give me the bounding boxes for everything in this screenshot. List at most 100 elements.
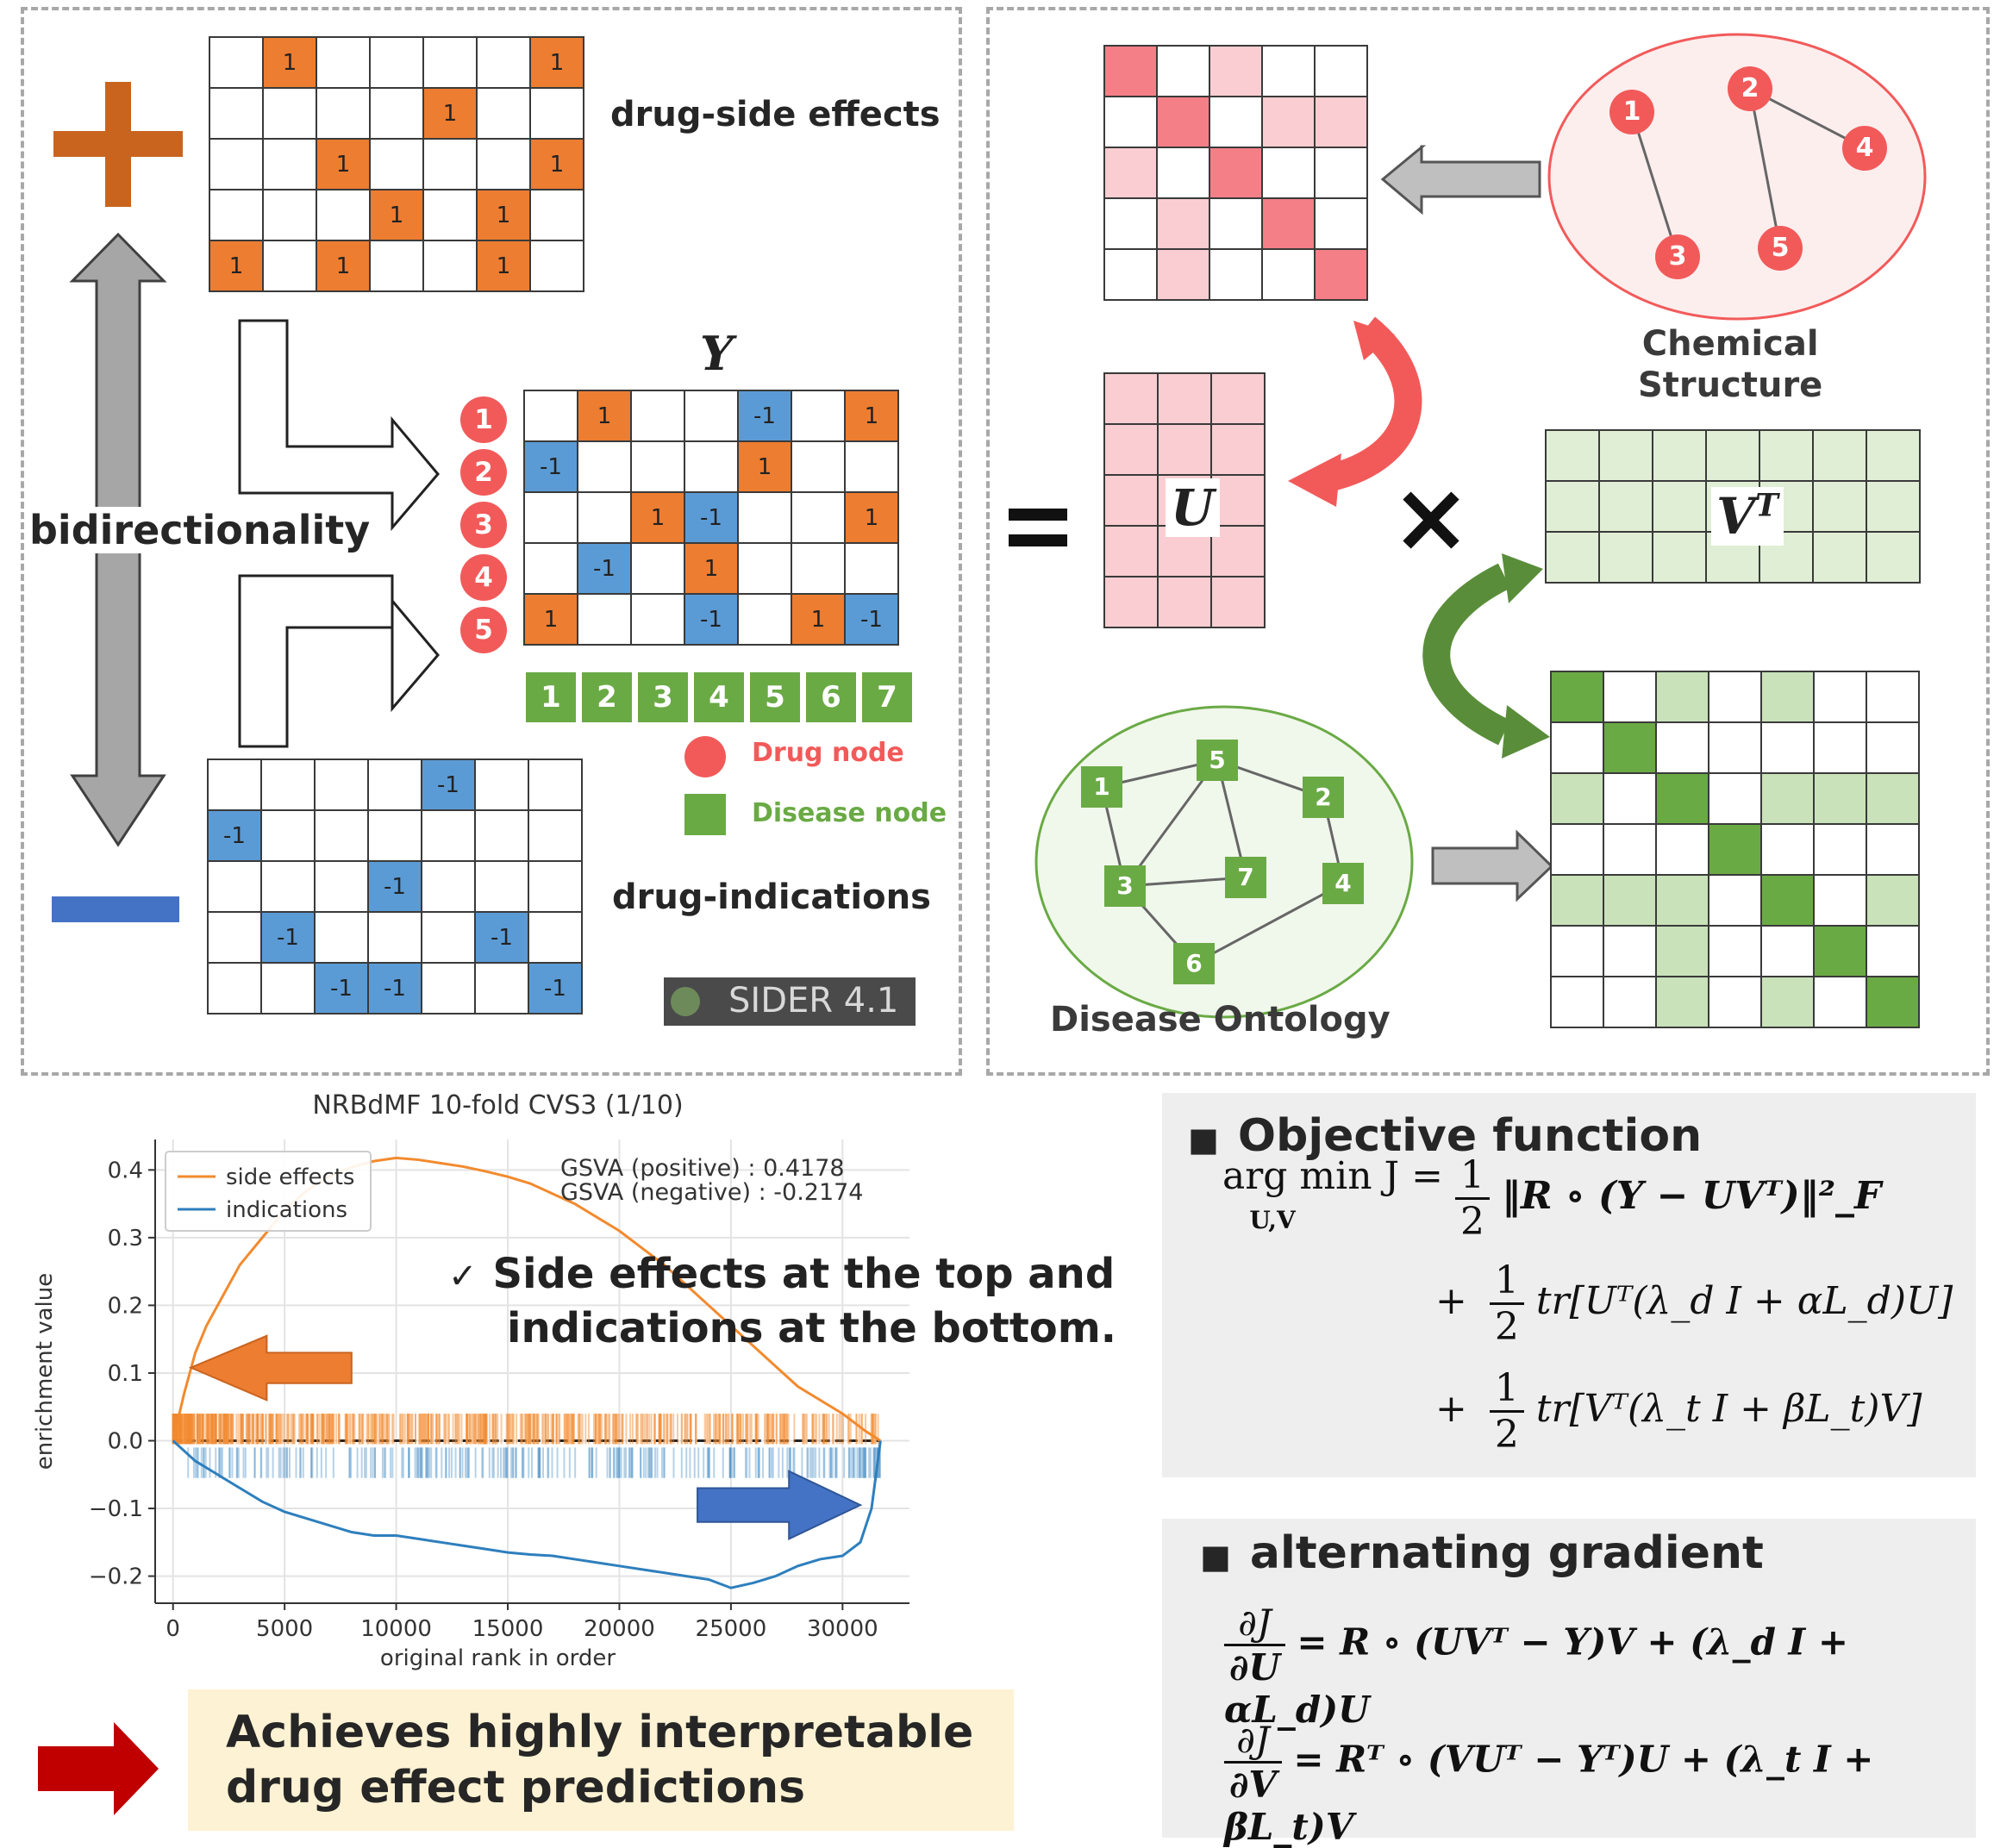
side-effect-cell: [209, 189, 264, 241]
vt-cell: [1866, 480, 1921, 533]
u-cell: [1157, 372, 1212, 425]
indication-cell: [367, 911, 422, 964]
indication-cell: [421, 860, 476, 913]
side-effect-cell: [262, 189, 317, 241]
y-tick-label: 0.3: [108, 1226, 143, 1252]
drug-similarity-cell: [1209, 96, 1263, 148]
note-line-2: indications at the bottom.: [507, 1304, 1116, 1352]
chemical-structure-label: Chemical Structure: [1638, 323, 1822, 406]
indication-cell: -1: [207, 809, 262, 862]
y-cell: [523, 491, 578, 544]
disease-similarity-cell: [1866, 721, 1920, 774]
plus-sign-vertical: [105, 82, 131, 207]
drug-similarity-cell: [1314, 248, 1368, 301]
y-tick-label: −0.2: [89, 1564, 143, 1590]
y-cell: [577, 491, 632, 544]
indication-cell: [528, 809, 583, 862]
indication-cell: [474, 860, 529, 913]
conclusion-arrow: [38, 1722, 159, 1815]
disease-similarity-cell: [1603, 823, 1657, 876]
drug-number-badge: 2: [460, 449, 507, 496]
vt-cell: [1812, 531, 1867, 584]
u-cell: [1157, 576, 1212, 628]
side-effect-cell: 1: [262, 36, 317, 89]
indication-cell: [528, 911, 583, 964]
y-cell: -1: [523, 440, 578, 493]
side-effect-cell: [209, 138, 264, 190]
disease-similarity-cell: [1813, 823, 1867, 876]
u-cell: [1103, 423, 1159, 476]
u-cell: [1103, 474, 1159, 527]
y-cell: [630, 593, 685, 646]
indication-cell: [367, 759, 422, 811]
vt-cell: [1598, 429, 1653, 482]
vt-cell: [1652, 531, 1707, 584]
disease-similarity-cell: [1603, 874, 1657, 927]
side-effect-cell: [262, 138, 317, 190]
ontology-node: 6: [1173, 943, 1215, 984]
disease-similarity-cell: [1550, 772, 1604, 825]
indication-cell: -1: [260, 911, 316, 964]
disease-similarity-cell: [1813, 976, 1867, 1028]
gsva-annotation: GSVA (negative) : -0.2174: [560, 1179, 864, 1206]
disease-node-legend-label: Disease node: [752, 798, 947, 828]
drug-number-badge: 4: [460, 554, 507, 601]
y-cell: [737, 491, 792, 544]
vt-cell: [1652, 480, 1707, 533]
drug-similarity-cell: [1261, 197, 1316, 250]
u-cell: [1210, 525, 1266, 578]
side-effect-cell: 1: [316, 138, 371, 190]
indication-cell: -1: [367, 962, 422, 1015]
y-cell: [684, 440, 739, 493]
x-tick-label: 30000: [807, 1616, 878, 1642]
side-effects-line: [172, 1156, 882, 1442]
disease-similarity-cell: [1603, 772, 1657, 825]
vt-cell: [1598, 531, 1653, 584]
gradient-bullet-icon: ■: [1200, 1538, 1231, 1576]
indication-cell: [260, 860, 316, 913]
left-panel: [21, 7, 962, 1076]
y-cell: [844, 440, 899, 493]
side-effect-cell: [476, 138, 531, 190]
disease-similarity-cell: [1708, 925, 1762, 977]
y-cell: [523, 390, 578, 442]
ontology-to-disease-arrow: [1431, 829, 1554, 902]
x-tick-label: 5000: [256, 1616, 313, 1642]
side-effect-cell: [422, 36, 478, 89]
argmin-subscript: U,V: [1249, 1206, 1296, 1234]
y-cell: [844, 542, 899, 595]
side-effects-label: drug-side effects: [610, 95, 941, 134]
side-effect-cell: [316, 189, 371, 241]
y-cell: 1: [577, 390, 632, 442]
check-icon: ✓: [448, 1257, 478, 1296]
disease-similarity-cell: [1866, 671, 1920, 723]
indication-cell: [421, 911, 476, 964]
u-cell: [1103, 525, 1159, 578]
disease-similarity-cell: [1603, 925, 1657, 977]
drug-similarity-cell: [1156, 96, 1210, 148]
disease-similarity-cell: [1655, 823, 1709, 876]
drug-similarity-cell: [1209, 45, 1263, 97]
drug-similarity-cell: [1103, 96, 1158, 148]
indication-cell: [207, 962, 262, 1015]
disease-similarity-cell: [1603, 671, 1657, 723]
legend-label: indications: [226, 1197, 347, 1223]
u-cell: [1103, 372, 1159, 425]
objective-term-3: tr[Vᵀ(λ_t I + βL_t)V]: [1535, 1387, 1922, 1431]
side-effect-cell: [316, 87, 371, 140]
side-effect-cell: 1: [529, 36, 584, 89]
y-cell: 1: [844, 491, 899, 544]
indication-cell: [314, 911, 369, 964]
x-tick-label: 20000: [584, 1616, 655, 1642]
u-cell: [1210, 372, 1266, 425]
chemical-to-drug-arrow: [1380, 145, 1541, 215]
disease-similarity-cell: [1550, 671, 1604, 723]
drug-similarity-cell: [1261, 96, 1316, 148]
disease-similarity-cell: [1655, 976, 1709, 1028]
drug-similarity-cell: [1209, 147, 1263, 199]
vt-cell: [1545, 429, 1600, 482]
side-effect-cell: 1: [422, 87, 478, 140]
side-effect-cell: [369, 240, 424, 292]
